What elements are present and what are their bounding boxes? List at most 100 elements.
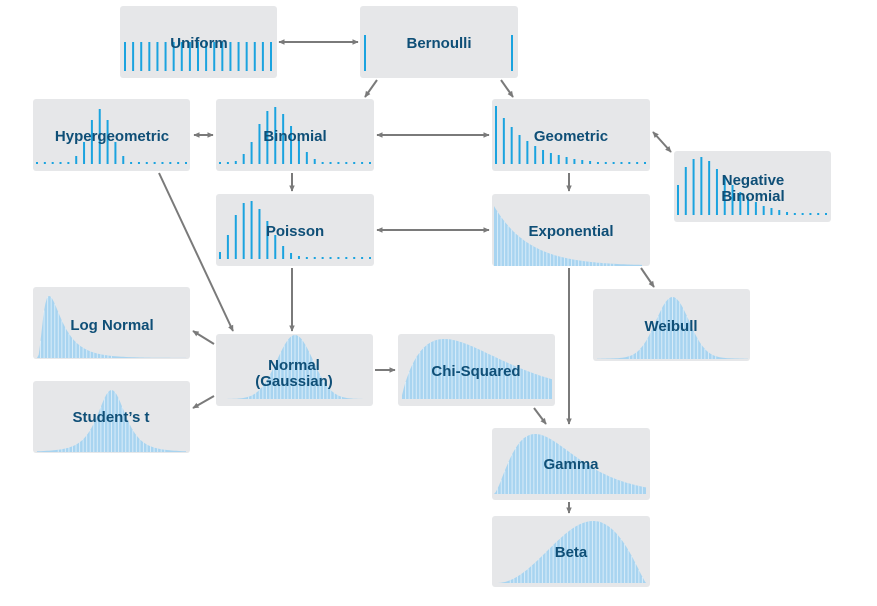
node-negative-binomial-box: [674, 151, 831, 222]
spike: [161, 162, 164, 164]
node-poisson[interactable]: Poisson: [216, 194, 374, 266]
node-negative-binomial-label-line2: Binomial: [721, 188, 784, 205]
bernoulli-spikes: [364, 35, 513, 71]
node-negative-binomial[interactable]: Negative Binomial: [674, 151, 831, 222]
arrow-exponential-to-weibull: [640, 267, 655, 288]
node-geometric-box: [492, 99, 650, 171]
spike: [329, 257, 332, 259]
node-chi-squared-label: Chi-Squared: [431, 363, 520, 380]
node-exponential[interactable]: Exponential: [492, 194, 650, 266]
node-normal-label-line2: (Gaussian): [255, 373, 333, 390]
density-area: [494, 206, 642, 266]
spike: [825, 213, 827, 215]
spike: [817, 213, 820, 215]
node-hypergeometric[interactable]: Hypergeometric: [33, 99, 190, 171]
normal-density: [220, 335, 370, 399]
node-binomial[interactable]: Binomial: [216, 99, 374, 171]
node-weibull-label: Weibull: [644, 318, 697, 335]
node-geometric-label: Geometric: [534, 128, 608, 145]
uniform-spikes: [124, 42, 272, 71]
edges: [158, 39, 672, 514]
node-bernoulli-box: [360, 6, 518, 78]
chi-squared-density: [402, 338, 552, 399]
negative-binomial-spikes: [677, 157, 827, 215]
node-poisson-box: [216, 194, 374, 266]
spike: [59, 162, 62, 164]
node-negative-binomial-label-line1: Negative: [722, 172, 785, 189]
node-hypergeometric-box: [33, 99, 190, 171]
node-bernoulli-label: Bernoulli: [406, 35, 471, 52]
spike: [153, 162, 156, 164]
spike: [321, 162, 324, 164]
spike: [620, 162, 623, 164]
arrow-chi-squared-to-gamma: [533, 407, 547, 425]
spike: [137, 162, 140, 164]
hypergeometric-spikes: [36, 109, 187, 164]
spike: [628, 162, 631, 164]
node-beta[interactable]: Beta: [492, 516, 650, 587]
spike: [604, 162, 607, 164]
spike: [219, 162, 221, 164]
node-beta-label: Beta: [555, 544, 588, 561]
exponential-density: [494, 206, 642, 266]
node-log-normal-label: Log Normal: [70, 317, 153, 334]
spike: [145, 162, 148, 164]
spike: [169, 162, 172, 164]
node-students-t[interactable]: Student’s t: [33, 381, 190, 453]
spike: [36, 162, 38, 164]
spike: [329, 162, 332, 164]
arrow-normal-to-log-normal: [192, 330, 215, 345]
spike: [809, 213, 812, 215]
node-weibull[interactable]: Weibull: [593, 289, 750, 361]
node-bernoulli[interactable]: Bernoulli: [360, 6, 518, 78]
node-uniform-label: Uniform: [170, 35, 228, 52]
spike: [185, 162, 187, 164]
node-binomial-label: Binomial: [263, 128, 326, 145]
spike: [612, 162, 615, 164]
spike: [793, 213, 796, 215]
spike: [337, 162, 340, 164]
poisson-spikes: [219, 201, 371, 259]
beta-density: [496, 521, 646, 583]
node-binomial-box: [216, 99, 374, 171]
node-poisson-label: Poisson: [266, 223, 324, 240]
spike: [51, 162, 54, 164]
spike: [337, 257, 340, 259]
node-gamma[interactable]: Gamma: [492, 428, 650, 500]
spike: [353, 257, 356, 259]
node-exponential-label: Exponential: [528, 223, 613, 240]
spike: [345, 162, 348, 164]
node-uniform[interactable]: Uniform: [120, 6, 277, 78]
spike: [43, 162, 46, 164]
spike: [636, 162, 639, 164]
spike: [353, 162, 356, 164]
node-gamma-label: Gamma: [543, 456, 599, 473]
binomial-spikes: [219, 107, 371, 164]
node-normal[interactable]: Normal (Gaussian): [216, 334, 373, 406]
node-hypergeometric-label: Hypergeometric: [55, 128, 169, 145]
spike: [361, 257, 364, 259]
spike: [596, 162, 599, 164]
arrow-geometric-to-negative-binomial: [652, 131, 672, 153]
node-chi-squared[interactable]: Chi-Squared: [398, 334, 555, 406]
spike: [130, 162, 133, 164]
log-normal-density: [37, 296, 186, 358]
arrow-normal-to-students-t: [192, 395, 215, 409]
spike: [305, 257, 308, 259]
node-normal-label-line1: Normal: [268, 357, 320, 374]
spike: [226, 162, 229, 164]
spike: [644, 162, 646, 164]
arrow-bernoulli-to-binomial: [364, 79, 378, 98]
node-students-t-label: Student’s t: [73, 409, 150, 426]
students-t-density: [37, 390, 186, 452]
spike: [801, 213, 804, 215]
node-geometric[interactable]: Geometric: [492, 99, 650, 171]
spike: [345, 257, 348, 259]
geometric-spikes: [495, 106, 646, 164]
spike: [361, 162, 364, 164]
arrow-hypergeometric-to-normal: [158, 172, 234, 332]
node-log-normal[interactable]: Log Normal: [33, 287, 190, 359]
density-area: [37, 296, 186, 358]
spike: [313, 257, 316, 259]
